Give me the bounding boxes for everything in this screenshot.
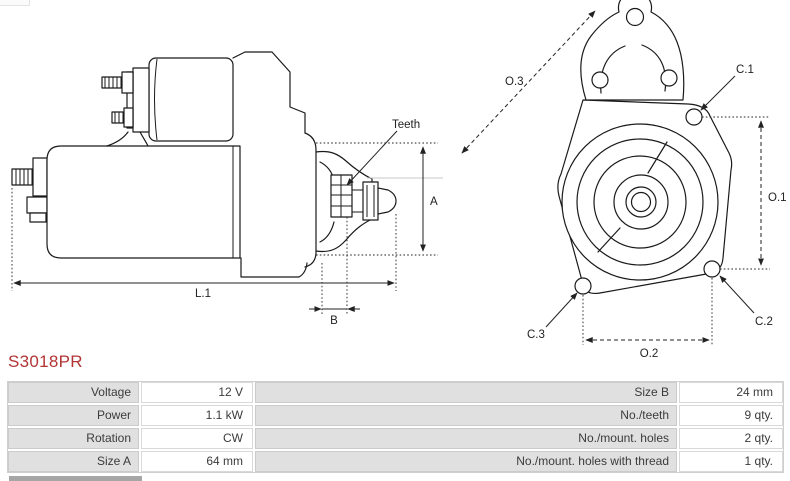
dim-a-label: A [430, 196, 438, 208]
mounting-hole-top [625, 7, 645, 27]
spec-label-mount-holes-thread: No./mount. holes with thread [255, 451, 677, 472]
rear-terminal [11, 157, 48, 223]
dim-c2-label: C.2 [755, 316, 773, 328]
dim-b-label: B [330, 315, 338, 327]
spec-label-no-teeth: No./teeth [255, 405, 677, 426]
spec-label-rotation: Rotation [8, 428, 139, 449]
spec-value-no-teeth: 9 qty. [679, 405, 783, 426]
dim-l1-label: L.1 [195, 288, 211, 300]
dim-c3: C.3 [527, 292, 578, 341]
spec-table: Voltage 12 V Size B 24 mm Power 1.1 kW N… [7, 381, 784, 473]
spec-value-mount-holes: 2 qty. [679, 428, 783, 449]
front-housing-foot [240, 257, 308, 278]
spec-label-power: Power [8, 405, 139, 426]
top-bracket [580, 0, 685, 101]
table-next-row-partial [9, 476, 142, 481]
drive-end-bell [304, 132, 443, 268]
dim-o2-label: O.2 [640, 348, 659, 360]
dim-c1-label: C.1 [736, 64, 754, 76]
spec-value-mount-holes-thread: 1 qty. [679, 451, 783, 472]
dim-a: A [316, 142, 438, 256]
mounting-hole-top-right [685, 108, 703, 126]
spec-label-mount-holes: No./mount. holes [255, 428, 677, 449]
dim-o1-label: O.1 [768, 192, 787, 204]
dim-l1: L.1 [11, 188, 397, 300]
spec-value-rotation: CW [141, 428, 253, 449]
mounting-hole-bottom-right [703, 260, 721, 278]
spec-value-voltage: 12 V [141, 382, 253, 403]
front-housing-top [232, 51, 306, 134]
pinion-gear [330, 174, 353, 218]
front-view: O.3 C.1 O.1 C.2 C.3 O.2 [461, 0, 787, 360]
dim-c1: C.1 [700, 64, 754, 111]
housing-circles [561, 123, 719, 281]
spec-label-voltage: Voltage [8, 382, 139, 403]
dim-b: B [309, 217, 360, 327]
dim-teeth: Teeth [346, 119, 420, 186]
technical-drawing: Teeth A L.1 B [11, 0, 787, 360]
motor-body [46, 145, 241, 259]
bracket-hole-right [660, 69, 678, 87]
spec-label-size-a: Size A [8, 451, 139, 472]
teeth-label: Teeth [392, 119, 420, 131]
dim-o1: O.1 [702, 116, 787, 270]
dim-o3-label: O.3 [505, 76, 524, 88]
dim-c3-label: C.3 [527, 329, 545, 341]
spec-value-power: 1.1 kW [141, 405, 253, 426]
cropped-edge-artifact [0, 0, 30, 6]
dim-o3: O.3 [461, 10, 596, 154]
spec-value-size-b: 24 mm [679, 382, 783, 403]
side-view: Teeth A L.1 B [11, 51, 443, 327]
dim-c2: C.2 [719, 275, 773, 328]
solenoid [101, 57, 234, 147]
dim-o2: O.2 [582, 278, 713, 360]
mounting-hole-bottom-left [574, 277, 592, 295]
spec-value-size-a: 64 mm [141, 451, 253, 472]
product-code: S3018PR [8, 352, 83, 371]
shaft-hole [630, 191, 652, 213]
spec-label-size-b: Size B [255, 382, 677, 403]
bracket-hole-left [591, 71, 609, 89]
